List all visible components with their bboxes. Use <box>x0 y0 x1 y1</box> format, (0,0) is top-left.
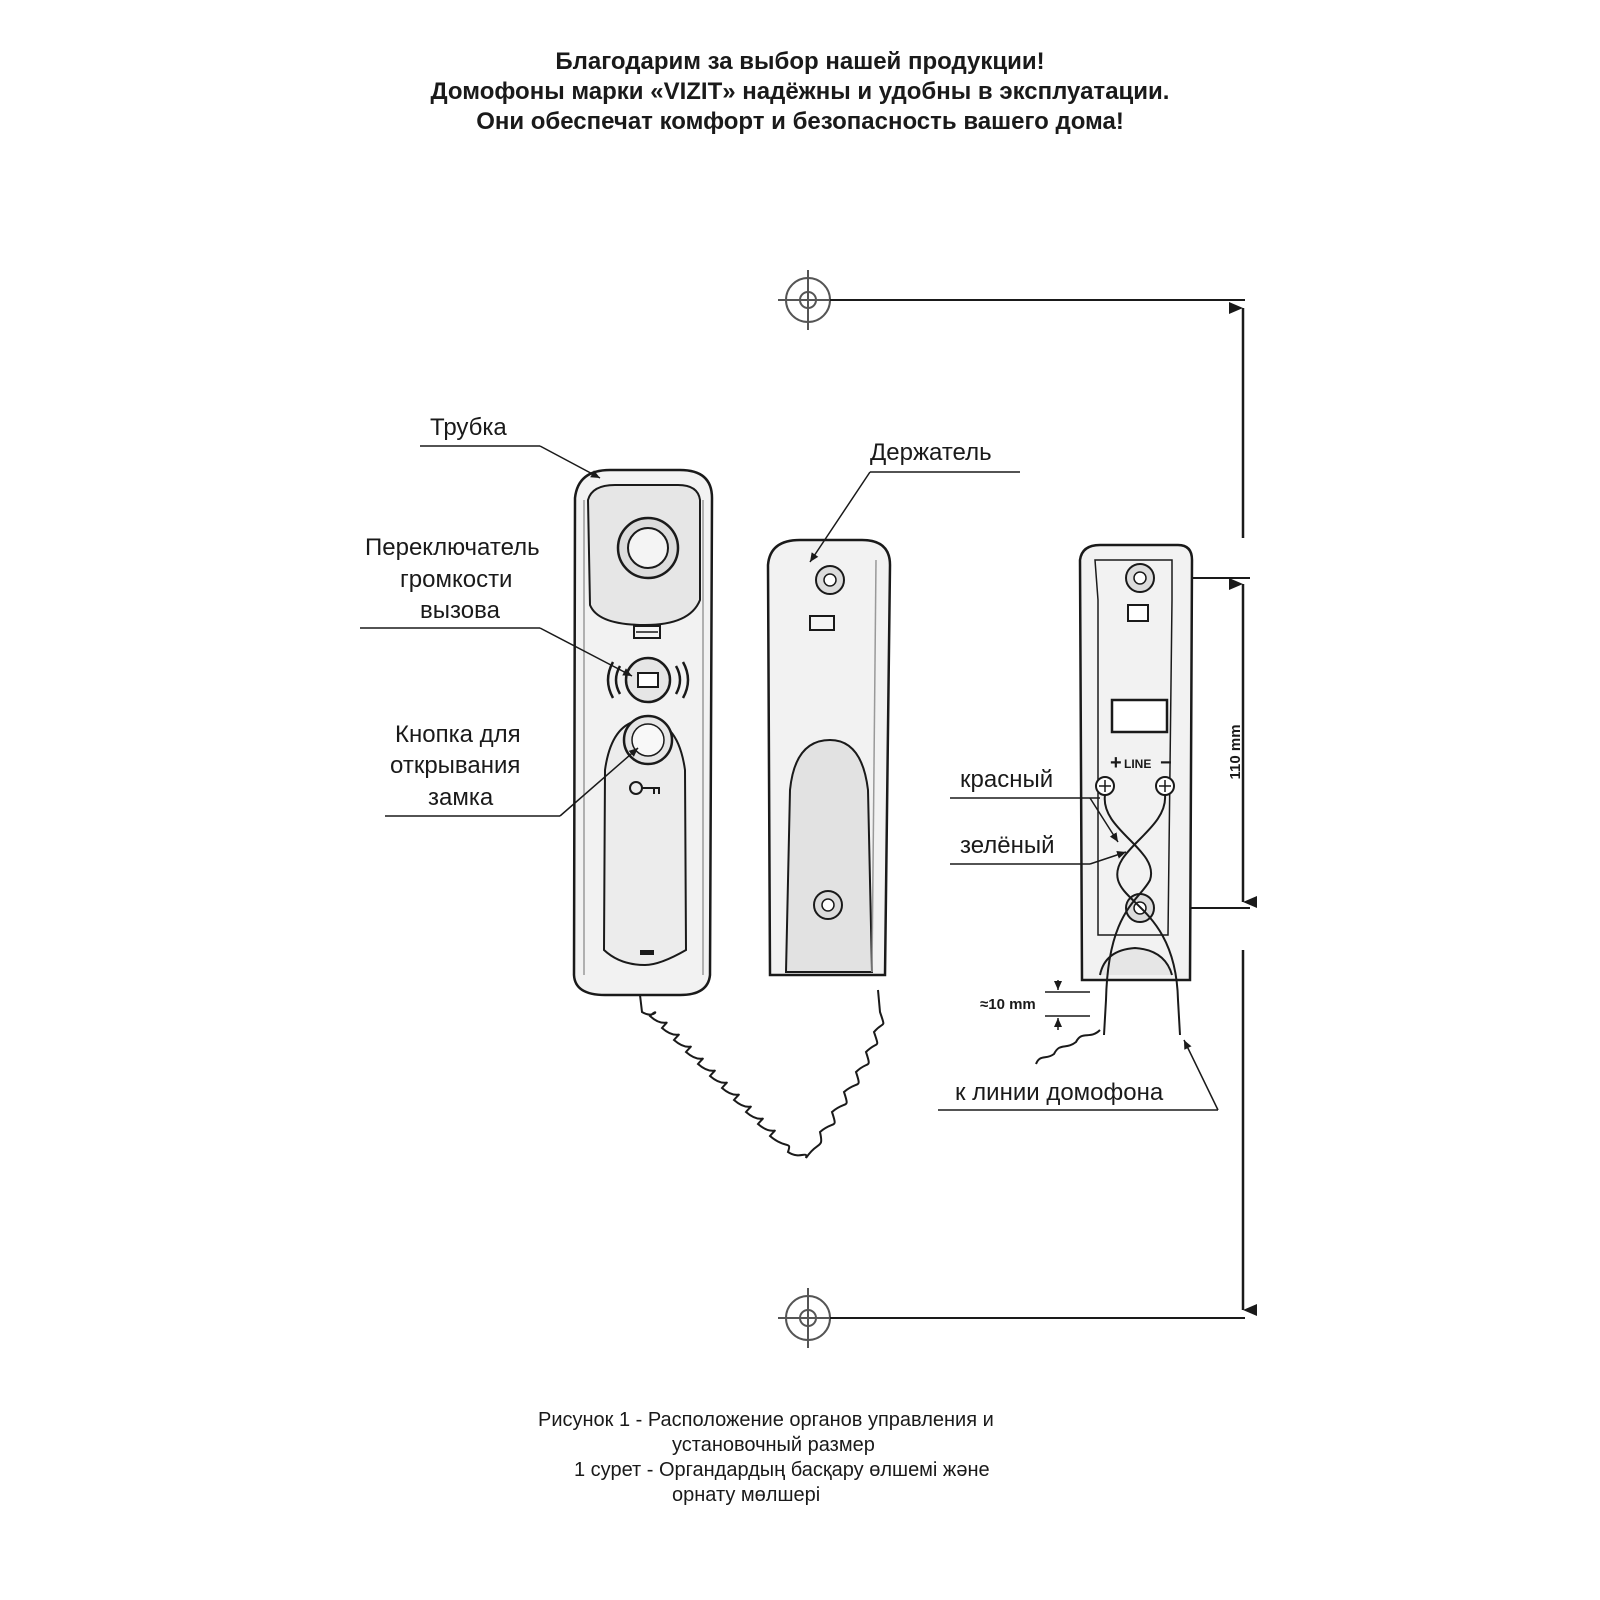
label-switch-1: Переключатель <box>365 534 540 561</box>
terminal-plus-icon <box>1095 776 1115 796</box>
rear-coiled-cord <box>1035 1029 1101 1065</box>
minus-mark: − <box>1160 752 1172 774</box>
header-line-3: Они обеспечат комфорт и безопасность ваш… <box>476 108 1124 135</box>
rear-view <box>1078 543 1194 982</box>
plus-mark: + <box>1110 752 1122 774</box>
caption-kz-line-2: орнату мөлшері <box>672 1484 821 1506</box>
leader-button <box>559 747 639 817</box>
label-green: зелёный <box>960 832 1055 859</box>
holder-top-hole-icon <box>815 565 845 595</box>
leader-to-line <box>1183 1039 1219 1111</box>
caption-ru-line-2: установочный размер <box>672 1434 875 1456</box>
leader-switch <box>539 627 633 677</box>
label-switch-2: громкости <box>400 566 512 593</box>
label-handset: Трубка <box>430 414 507 441</box>
header-line-1: Благодарим за выбор нашей продукции! <box>555 48 1045 75</box>
holder-front <box>766 538 892 977</box>
caption-ru-line-1: Рисунок 1 - Расположение органов управле… <box>538 1409 994 1431</box>
holder-bottom-hole-icon <box>813 890 843 920</box>
leader-green <box>1089 851 1127 865</box>
green-wire <box>1116 794 1181 1036</box>
volume-switch[interactable] <box>633 625 661 639</box>
height-dimension-label: 110 mm <box>1227 724 1244 779</box>
bottom-mount-mark <box>778 1288 840 1348</box>
top-mount-mark <box>778 270 840 330</box>
label-red: красный <box>960 766 1053 793</box>
leader-holder <box>809 471 871 563</box>
terminal-minus-icon <box>1155 776 1175 796</box>
line-mark: LINE <box>1124 757 1151 771</box>
hook-switch <box>809 615 835 631</box>
gap-dimension-label: ≈10 mm <box>980 996 1036 1013</box>
caption-kz-line-1: 1 сурет - Органдардың басқару өлшемі жән… <box>574 1459 990 1481</box>
rear-top-hole-icon <box>1125 563 1155 593</box>
red-wire <box>1103 794 1153 1036</box>
label-button-1: Кнопка для <box>395 721 521 748</box>
rear-hook-window <box>1127 604 1149 622</box>
leader-red <box>1089 797 1119 843</box>
key-icon <box>629 781 660 795</box>
microphone-slot <box>640 950 654 955</box>
speaker-grille-icon <box>616 516 680 580</box>
leader-handset <box>539 445 601 479</box>
label-button-3: замка <box>428 784 494 811</box>
label-holder: Держатель <box>870 439 992 466</box>
label-switch-3: вызова <box>420 597 501 624</box>
coiled-cord <box>639 989 885 1159</box>
rear-terminal-cover <box>1110 698 1169 734</box>
unlock-button[interactable] <box>622 714 674 766</box>
header-line-2: Домофоны марки «VIZIT» надёжны и удобны … <box>430 78 1170 105</box>
label-button-2: открывания <box>390 752 520 779</box>
label-to-line: к линии домофона <box>955 1079 1164 1106</box>
